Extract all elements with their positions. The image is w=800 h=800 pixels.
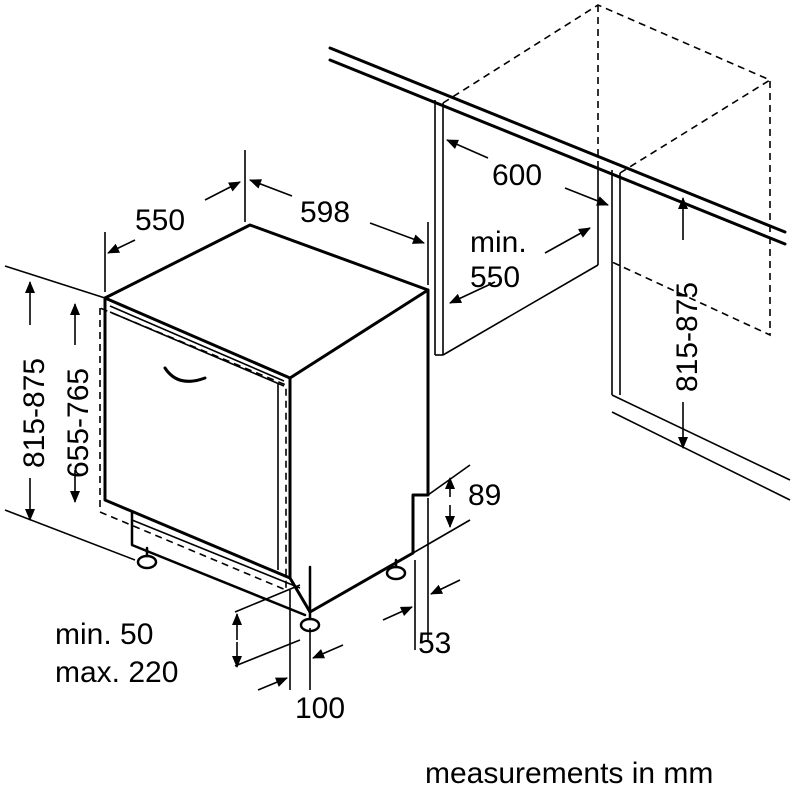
height-ext-top (4, 265, 106, 299)
door-top-line (109, 305, 285, 382)
plinth-depth-arrow-right (430, 579, 461, 595)
height-ext-bottom (4, 509, 136, 561)
foot-front-left (136, 554, 158, 570)
door-height-dimension: 655-765 (62, 303, 95, 503)
dishwasher (99, 223, 430, 633)
floor-line-2 (611, 411, 791, 501)
door-top-line-2 (109, 311, 285, 387)
niche-width-arrow-left (446, 139, 489, 159)
upper-cabinet-diagonal (619, 79, 771, 174)
door-height-label: 655-765 (62, 368, 95, 478)
height-label: 815-875 (18, 358, 51, 468)
foot-adjust-dimension: min. 50 max. 220 (55, 584, 301, 689)
niche-width-label: 600 (492, 159, 542, 192)
width-arrow-right (369, 222, 425, 244)
plinth-ext-top (427, 464, 471, 496)
height-dimension: 815-875 (4, 265, 136, 561)
plinth-height-dimension: 89 (412, 464, 501, 554)
depth-label: 550 (135, 204, 185, 237)
plinth-depth-dimension: 53 (382, 498, 461, 660)
floor-line-1 (611, 394, 791, 481)
plinth-left (130, 510, 307, 617)
plinth-depth-arrow-left (382, 606, 413, 621)
upper-cabinet-outline (442, 4, 771, 337)
plinth-depth-label: 53 (418, 627, 451, 660)
plinth-ext-bottom (412, 519, 471, 554)
door-handle (163, 366, 207, 383)
plinth-label: 89 (468, 479, 501, 512)
niche-floor-left (442, 264, 599, 356)
niche-depth-min-label: min. (470, 226, 527, 259)
niche-depth-arrow-top (544, 227, 591, 254)
niche-depth-arrow-bottom (449, 281, 496, 304)
depth-arrow-right (204, 181, 241, 201)
door-panel (103, 296, 292, 580)
units-note: measurements in mm (425, 757, 713, 790)
foot-ext-bottom (234, 639, 301, 667)
foot-offset-label: 100 (295, 692, 345, 725)
top-front-edge (288, 288, 430, 380)
foot-min-label: min. 50 (55, 618, 153, 651)
depth-arrow-left (107, 239, 136, 254)
niche-depth-value-label: 550 (470, 261, 520, 294)
niche-height-label: 815-875 (671, 282, 704, 392)
foot-back-right (385, 565, 407, 581)
width-arrow-left (249, 179, 293, 197)
dishwasher-body-outline (103, 223, 430, 614)
niche-depth-dimension: min. 550 (449, 226, 591, 304)
width-label: 598 (300, 196, 350, 229)
width-dimension: 598 (249, 179, 429, 285)
niche-width-arrow-right (564, 187, 609, 206)
foot-offset-arrow-right (312, 644, 344, 659)
depth-dimension: 550 (104, 150, 246, 292)
foot-ext-top (234, 584, 301, 613)
plinth-top (131, 519, 301, 589)
niche-width-dimension: 600 (446, 139, 609, 206)
niche-height-dimension: 815-875 (671, 197, 704, 449)
foot-offset-dimension: 100 (257, 590, 345, 725)
foot-max-label: max. 220 (55, 656, 178, 689)
decor-panel-outline (99, 306, 287, 592)
worktop-underside (328, 58, 787, 246)
installation-niche (328, 4, 791, 501)
foot-offset-arrow-left (257, 677, 288, 691)
worktop-edge (328, 46, 787, 234)
